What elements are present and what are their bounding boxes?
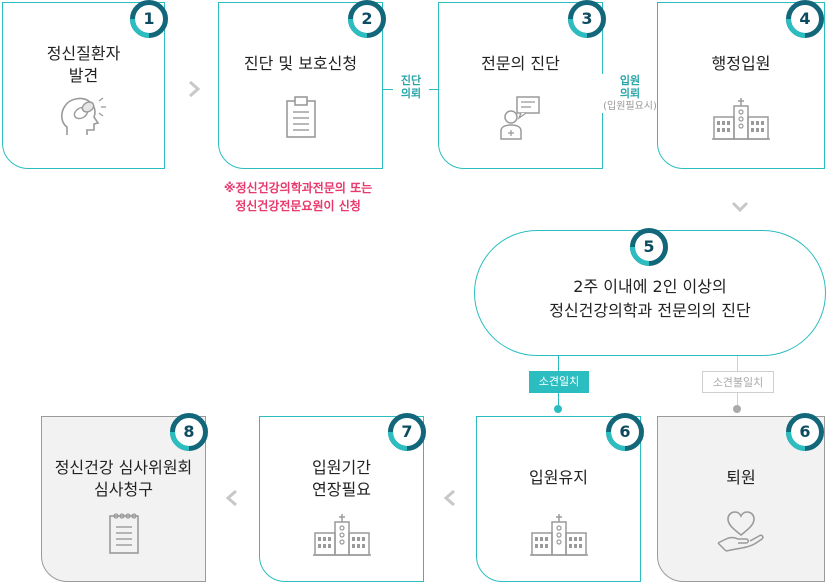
connector-2-3-line-2: 의뢰 (400, 87, 422, 100)
step-3-title: 전문의 진단 (439, 53, 602, 75)
step-7-title-line-1: 입원기간 (312, 458, 371, 477)
branch-mismatch-dot (733, 405, 741, 413)
applicant-note-line-2: 정신건강전문요원이 신청 (235, 199, 361, 213)
step-3-badge: 3 (568, 0, 606, 38)
connector-3-4-line-3: (입원필요시) (603, 101, 657, 112)
step-7-title-line-2: 연장필요 (312, 480, 371, 499)
step-4-title-line-1: 행정입원 (711, 54, 771, 73)
chevron-right-icon (187, 80, 201, 102)
step-6-discharge-badge: 6 (786, 413, 824, 451)
step-5-badge: 5 (630, 228, 668, 266)
step-8-badge: 8 (170, 413, 208, 451)
step-5-title-line-2: 정신건강의학과 전문의의 진단 (549, 301, 751, 320)
hospital-icon (312, 513, 371, 561)
step-6-admission-title-line-1: 입원유지 (529, 468, 588, 487)
step-2-title: 진단 및 보호신청 (219, 53, 382, 75)
step-8-title-line-2: 심사청구 (94, 480, 153, 499)
connector-3-4-line-1: 입원 (619, 74, 641, 87)
connector-3-4-line-2: 의뢰 (619, 87, 641, 100)
step-2-badge: 2 (348, 0, 386, 38)
head-brain-icon (59, 95, 109, 141)
step-1-badge: 1 (130, 0, 168, 38)
step-8-title: 정신건강 심사위원회 심사청구 (42, 457, 205, 501)
connector-2-3-line-1: 진단 (400, 74, 422, 87)
clipboard-icon (284, 95, 318, 143)
doctor-icon (499, 95, 543, 145)
step-7-badge: 7 (388, 413, 426, 451)
branch-mismatch-tag: 소견불일치 (702, 371, 774, 393)
branch-match-dot (554, 405, 562, 413)
step-6-discharge-title: 퇴원 (658, 467, 824, 489)
step-3-title-line-1: 전문의 진단 (481, 54, 560, 73)
chevron-down-icon (731, 198, 749, 217)
step-1-title-line-1: 정신질환자 (46, 44, 121, 63)
applicant-note-line-1: ※정신건강의학과전문의 또는 (223, 181, 373, 195)
connector-3-4-label: 입원 의뢰 (입원필요시) (600, 74, 660, 113)
branch-match-tag: 소견일치 (529, 371, 589, 393)
step-5-title-line-1: 2주 이내에 2인 이상의 (573, 277, 727, 296)
hospital-icon (712, 97, 770, 145)
step-4-title: 행정입원 (658, 53, 824, 75)
step-5-card: 2주 이내에 2인 이상의 정신건강의학과 전문의의 진단 (474, 230, 826, 356)
connector-2-3-label: 진단 의뢰 (393, 74, 429, 100)
step-4-badge: 4 (786, 0, 824, 38)
step-8-title-line-1: 정신건강 심사위원회 (54, 458, 193, 477)
step-6-admission-title: 입원유지 (477, 467, 640, 489)
heart-hand-icon (716, 509, 766, 559)
hospital-icon (529, 513, 588, 561)
chevron-left-icon (225, 489, 239, 511)
step-1-title-line-2: 발견 (68, 66, 99, 85)
notepad-icon (107, 511, 141, 559)
step-6-discharge-title-line-1: 퇴원 (726, 468, 756, 487)
step-6-admission-badge: 6 (606, 413, 644, 451)
step-2-title-line-1: 진단 및 보호신청 (243, 54, 358, 73)
chevron-left-icon (443, 489, 457, 511)
step-7-title: 입원기간 연장필요 (260, 457, 423, 501)
step-1-title: 정신질환자 발견 (3, 43, 164, 87)
applicant-note: ※정신건강의학과전문의 또는 정신건강전문요원이 신청 (198, 179, 398, 215)
